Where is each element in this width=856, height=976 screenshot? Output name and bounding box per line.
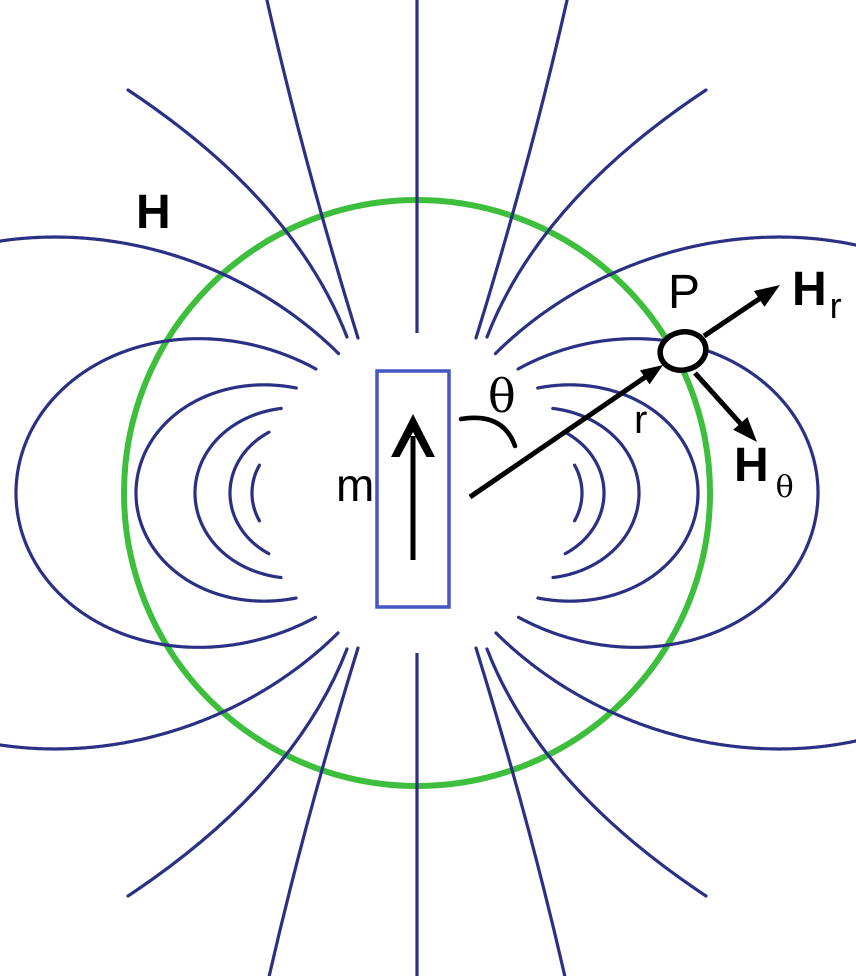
Htheta-vector	[693, 371, 757, 442]
Hr-vector	[702, 285, 780, 339]
fan-field-lines	[126, 0, 708, 976]
label-H-r-sub: r	[829, 285, 842, 326]
label-H-field: H	[136, 186, 171, 239]
point-P-marker	[657, 329, 709, 373]
magnet-moment-arrow	[391, 414, 435, 560]
field-line-loops	[0, 235, 856, 751]
label-H-theta-sub: θ	[775, 470, 794, 505]
label-r: r	[634, 398, 648, 442]
magnet-moment-arrow-head	[391, 414, 435, 457]
Hr-vector-shaft	[702, 295, 764, 339]
label-H-r: Hr	[792, 263, 842, 324]
label-moment-m: m	[336, 459, 375, 511]
label-H-theta-main: H	[734, 439, 769, 492]
Htheta-vector-shaft	[693, 371, 745, 428]
theta-arc	[458, 415, 518, 449]
Hr-vector-head	[753, 285, 780, 307]
Htheta-vector-head	[733, 417, 757, 442]
r-vector-head	[640, 365, 663, 385]
r-vector-shaft	[468, 373, 649, 500]
r-vector	[468, 365, 663, 500]
label-H-r-main: H	[792, 263, 827, 316]
label-P: P	[668, 266, 701, 319]
label-theta: θ	[488, 369, 516, 423]
